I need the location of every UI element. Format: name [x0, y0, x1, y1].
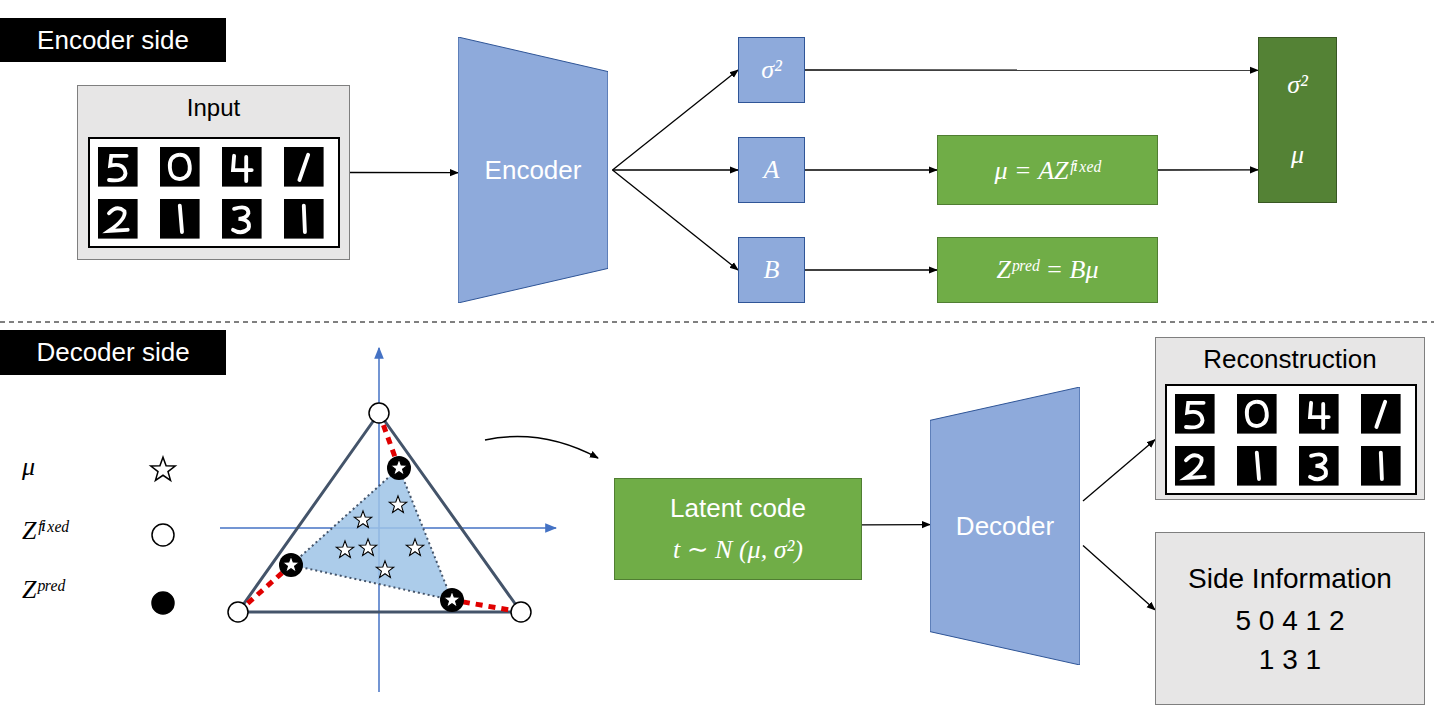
output-box: B	[738, 237, 805, 303]
node-label: Decoder	[956, 511, 1054, 542]
node-label: Decoder side	[36, 337, 189, 368]
legend-text: Zᶠⁱˣᵉᵈ	[22, 515, 68, 546]
mnist-digits	[88, 137, 340, 248]
arrow-connector	[862, 524, 930, 526]
encoder-trapezoid: Encoder	[458, 37, 608, 303]
node-body: 5 0 4 1 2 1 3 1	[1234, 601, 1346, 679]
node-label: Encoder	[485, 155, 582, 186]
curved-arrow	[485, 437, 598, 458]
node-body: μ	[1291, 140, 1304, 170]
node-label: Latent code	[670, 493, 806, 524]
node-label: Zᵖʳᵉᵈ = Bμ	[997, 255, 1099, 285]
node-label: Reconstruction	[1203, 344, 1376, 375]
arrow-connector	[613, 170, 739, 270]
node-label: B	[764, 255, 780, 285]
legend-sample	[148, 588, 178, 618]
section-label: Encoder side	[0, 18, 226, 62]
node-label: Input	[187, 94, 240, 122]
formula-box: Zᵖʳᵉᵈ = Bμ	[937, 237, 1158, 303]
node-label: σ²	[1287, 70, 1308, 100]
legend-sample	[148, 455, 178, 485]
arrow-connector	[350, 172, 458, 173]
output-box: A	[738, 137, 805, 203]
arrow-connector	[613, 169, 739, 170]
section-label: Decoder side	[0, 330, 226, 375]
output-panel: Reconstruction	[1155, 337, 1425, 500]
separator-line	[0, 322, 1434, 323]
output-box: σ²	[738, 37, 805, 103]
arrow-connector	[805, 269, 937, 270]
legend-sample	[148, 520, 178, 550]
legend-text: Zᵖʳᵉᵈ	[22, 575, 64, 605]
legend-text: μ	[22, 452, 35, 482]
arrow-connector	[1083, 440, 1155, 501]
side-info-panel: Side Information 5 0 4 1 2 1 3 1	[1155, 532, 1425, 705]
latent-box: Latent code t ∼ N (μ, σ²)	[614, 478, 862, 580]
arrow-connector	[805, 69, 1258, 70]
node-label: A	[764, 155, 780, 185]
arrow-connector	[1083, 545, 1155, 609]
formula-box: μ = AZᶠⁱˣᵉᵈ	[937, 135, 1158, 205]
simplex-plot	[220, 348, 556, 692]
node-label: μ = AZᶠⁱˣᵉᵈ	[995, 155, 1101, 186]
node-label: Side Information	[1188, 563, 1392, 595]
node-label: σ²	[761, 55, 782, 85]
mnist-digits	[1165, 384, 1417, 495]
input-panel: Input	[77, 85, 350, 260]
arrow-connector	[613, 70, 739, 170]
node-label: Encoder side	[37, 25, 189, 56]
decoder-trapezoid: Decoder	[930, 387, 1080, 665]
arrow-connector	[805, 169, 937, 170]
arrow-connector	[1158, 169, 1258, 170]
parameter-box: σ² μ	[1258, 37, 1337, 203]
node-body: t ∼ N (μ, σ²)	[673, 534, 803, 565]
